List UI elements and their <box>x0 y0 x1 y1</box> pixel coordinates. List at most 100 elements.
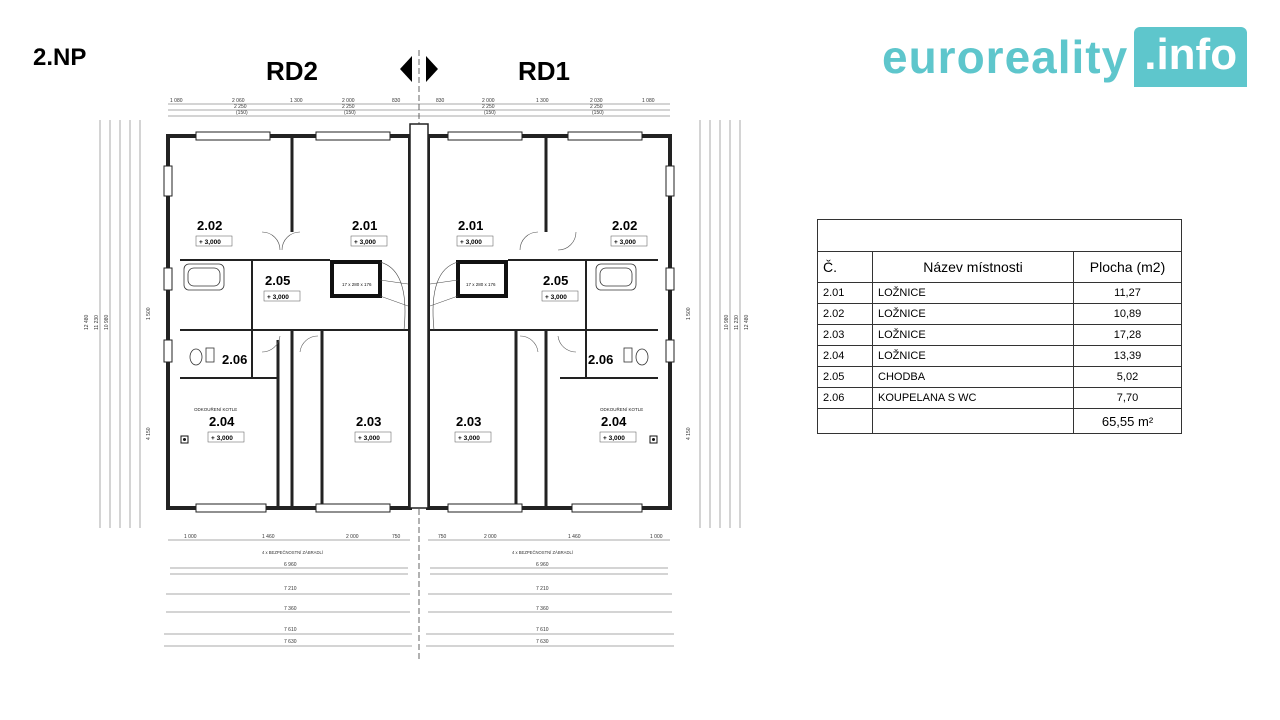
dimension-text: 2 250 <box>342 104 355 110</box>
room-level: + 3,000 <box>211 435 233 442</box>
dimension-text: (150) <box>236 110 248 116</box>
cell-name: KOUPELANA S WC <box>872 387 1074 409</box>
dimension-text: 830 <box>392 98 401 104</box>
unit-label-left: RD2 <box>266 56 319 86</box>
dimension-text: 1 000 <box>184 534 197 540</box>
top-dimension-lines <box>168 103 670 117</box>
dimension-text: ODKOUŘENÍ KOTLE <box>194 405 237 412</box>
cell-num: 2.03 <box>817 324 873 346</box>
dimension-text: 1 080 <box>642 98 655 104</box>
dimension-text: 1 300 <box>290 98 303 104</box>
dimension-text: 10 980 <box>724 314 730 330</box>
dimension-text: 10 980 <box>104 314 110 330</box>
cell-num: 2.04 <box>817 345 873 367</box>
dimension-text: 7 360 <box>284 606 297 612</box>
dimension-text: 11 230 <box>734 315 740 330</box>
unit-label-right: RD1 <box>518 56 571 86</box>
header-name: Název místnosti <box>872 251 1074 283</box>
cell-num: 2.06 <box>817 387 873 409</box>
dimension-text: 11 230 <box>94 315 100 330</box>
level-marker <box>456 235 494 247</box>
level-marker <box>610 235 648 247</box>
dimension-text: 17 x 280 x 176 <box>466 282 496 287</box>
door-swings <box>261 231 577 353</box>
logo-tld: .info <box>1134 27 1248 87</box>
windows <box>163 131 675 513</box>
dimension-text: 7 210 <box>284 586 297 592</box>
cell-num: 2.02 <box>817 303 873 325</box>
room-label: 2.01 <box>458 218 483 233</box>
cell-name: LOŽNICE <box>872 324 1074 346</box>
level-marker <box>454 431 492 443</box>
floor-label: 2.NP <box>33 44 87 71</box>
side-dimension-lines <box>99 120 741 528</box>
room-level: + 3,000 <box>358 435 380 442</box>
cell-area: 17,28 <box>1073 324 1182 346</box>
dimension-text: 4 x BEZPEČNOSTNÍ ZÁBRADLÍ <box>262 550 324 555</box>
dimension-text: 12 480 <box>84 314 90 330</box>
dimension-text: 2 250 <box>482 104 495 110</box>
cell-num: 2.05 <box>817 366 873 388</box>
dimension-text: 4 150 <box>686 427 692 440</box>
dimension-text: 17 x 280 x 176 <box>342 282 372 287</box>
side-dimension-texts: 12 480 11 230 10 980 4 150 1 500 12 480 … <box>84 307 750 440</box>
dimension-text: 2 000 <box>482 98 495 104</box>
room-label: 2.05 <box>543 273 568 288</box>
level-marker <box>207 431 245 443</box>
cell-area: 13,39 <box>1073 345 1182 367</box>
dimension-text: 2 250 <box>234 104 247 110</box>
dimension-text: (150) <box>592 110 604 116</box>
total-area: 65,55 m² <box>1073 408 1182 434</box>
dimension-text: 1 500 <box>146 307 152 320</box>
room-level: + 3,000 <box>614 239 636 246</box>
dimension-text: 7 360 <box>536 606 549 612</box>
room-level: + 3,000 <box>458 435 480 442</box>
dimension-text: 750 <box>438 534 447 540</box>
room-label: 2.03 <box>456 414 481 429</box>
level-marker <box>599 431 637 443</box>
room-label: 2.02 <box>197 218 222 233</box>
dimension-text: 1 080 <box>170 98 183 104</box>
room-label: 2.04 <box>601 414 627 429</box>
room-level: + 3,000 <box>199 239 221 246</box>
dimension-text: 2 030 <box>590 98 603 104</box>
cell-num: 2.01 <box>817 282 873 304</box>
logo-word: euroreality <box>882 31 1129 83</box>
dimension-text: ODKOUŘENÍ KOTLE <box>600 405 643 412</box>
header-num: Č. <box>817 251 873 283</box>
room-level: + 3,000 <box>267 294 289 301</box>
room-label: 2.02 <box>612 218 637 233</box>
dimension-text: (150) <box>344 110 356 116</box>
staircase-right: 17 x 280 x 176 <box>429 260 508 331</box>
room-level: + 3,000 <box>354 239 376 246</box>
header-area: Plocha (m2) <box>1073 251 1182 283</box>
cell-name: CHODBA <box>872 366 1074 388</box>
room-level: + 3,000 <box>460 239 482 246</box>
room-label: 2.05 <box>265 273 290 288</box>
room-label: 2.06 <box>222 352 247 367</box>
dimension-text: 1 460 <box>568 534 581 540</box>
room-label: 2.03 <box>356 414 381 429</box>
level-marker <box>195 235 233 247</box>
room-level: + 3,000 <box>545 294 567 301</box>
dimension-text: 1 000 <box>650 534 663 540</box>
level-marker <box>354 431 392 443</box>
room-label: 2.04 <box>209 414 235 429</box>
dimension-text: 7 210 <box>536 586 549 592</box>
dimension-text: 830 <box>436 98 445 104</box>
cell-area: 11,27 <box>1073 282 1182 304</box>
cell-area: 10,89 <box>1073 303 1182 325</box>
logo: euroreality .info <box>882 26 1248 88</box>
bathroom-fixtures <box>183 263 649 366</box>
dimension-text: 6 960 <box>284 562 297 568</box>
staircase-left: 17 x 280 x 176 <box>330 260 409 331</box>
dimension-text: 1 460 <box>262 534 275 540</box>
dimension-text: 750 <box>392 534 401 540</box>
